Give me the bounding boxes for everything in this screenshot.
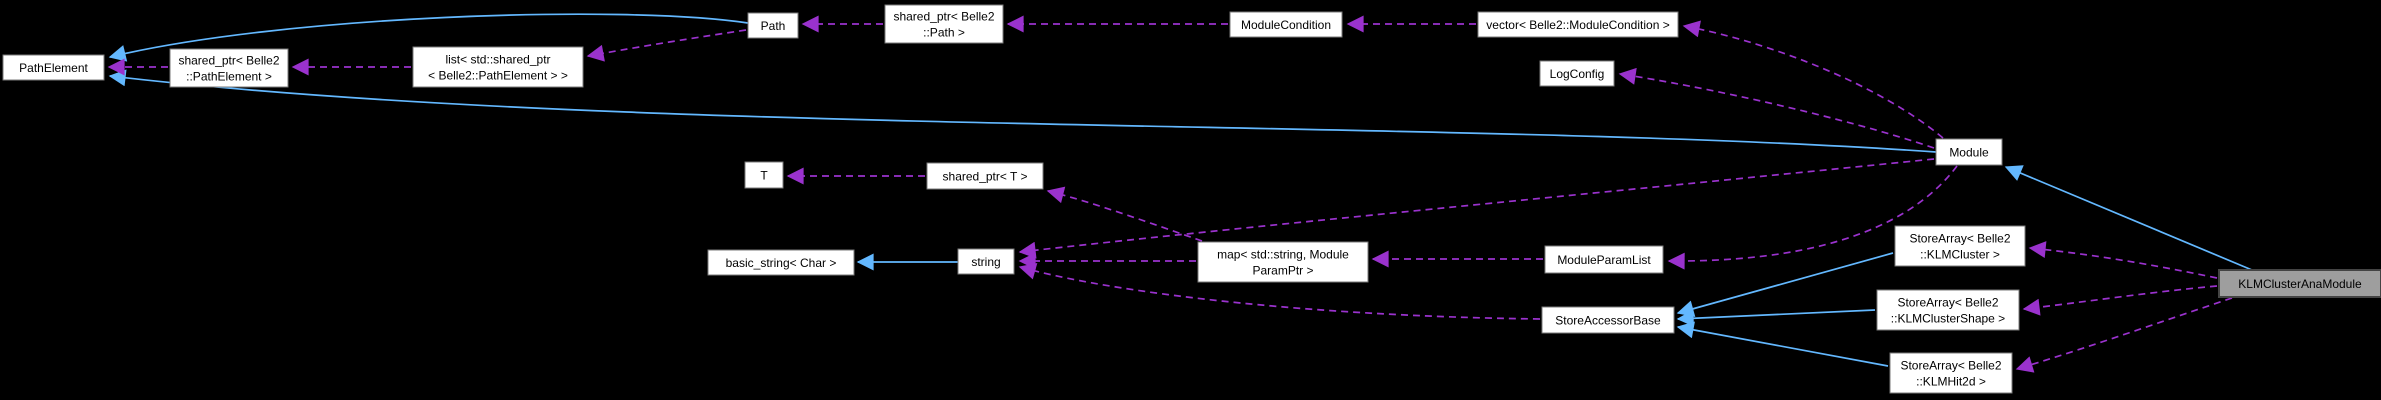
node-label-StoreArray_KLMCluster: StoreArray< Belle2::KLMCluster > [1909,231,2010,261]
node-shared_ptr_PathElement[interactable]: shared_ptr< Belle2::PathElement > [169,48,289,88]
node-label-ModuleParamList: ModuleParamList [1557,253,1651,267]
node-label-basic_string_Char: basic_string< Char > [726,256,837,270]
edge-Module-to-vector_ModuleCondition [1682,20,1944,139]
node-shared_ptr_Path[interactable]: shared_ptr< Belle2::Path > [884,4,1004,44]
edge-StoreArray_KLMCluster-to-StoreAccessorBase [1676,252,1894,317]
edge-KLMClusterAnaModule-to-StoreArray_KLMClusterShape [2022,285,2218,316]
node-shared_ptr_T[interactable]: shared_ptr< T > [926,162,1044,190]
node-label-Module: Module [1949,145,1989,159]
node-label-StoreAccessorBase: StoreAccessorBase [1555,313,1661,327]
node-vector_ModuleCondition[interactable]: vector< Belle2::ModuleCondition > [1477,11,1679,38]
edge-KLMClusterAnaModule-to-StoreArray_KLMCluster [2028,241,2218,279]
node-list_shared_ptr_PathElement[interactable]: list< std::shared_ptr< Belle2::PathEleme… [412,46,584,88]
edge-KLMClusterAnaModule-to-Module [2004,165,2253,271]
node-StoreArray_KLMClusterShape[interactable]: StoreArray< Belle2::KLMClusterShape > [1876,289,2020,331]
node-T[interactable]: T [744,161,784,189]
node-label-PathElement: PathElement [19,61,88,75]
node-label-T: T [760,168,768,182]
node-PathElement[interactable]: PathElement [2,54,105,81]
node-label-shared_ptr_Path: shared_ptr< Belle2::Path > [893,9,994,39]
node-string[interactable]: string [957,248,1015,275]
edge-KLMClusterAnaModule-to-StoreArray_KLMHit2d [2015,297,2233,373]
nodes-layer: PathElement shared_ptr< Belle2::PathEleme… [2,4,2381,394]
node-label-shared_ptr_T: shared_ptr< T > [943,169,1028,183]
node-label-string: string [971,255,1000,269]
node-Module[interactable]: Module [1935,138,2003,166]
edge-map_string_ModuleParamPtr-to-shared_ptr_T [1046,186,1203,242]
node-LogConfig[interactable]: LogConfig [1539,60,1615,87]
node-label-LogConfig: LogConfig [1550,67,1605,81]
node-StoreArray_KLMCluster[interactable]: StoreArray< Belle2::KLMCluster > [1894,225,2026,267]
edge-Module-to-PathElement [108,69,1937,153]
edge-Path-to-list_shared_ptr_PathElement [586,29,747,62]
node-StoreAccessorBase[interactable]: StoreAccessorBase [1541,306,1675,334]
node-label-shared_ptr_PathElement: shared_ptr< Belle2::PathElement > [178,53,279,83]
edge-Path-to-PathElement [108,13,749,62]
node-label-list_shared_ptr_PathElement: list< std::shared_ptr< Belle2::PathEleme… [428,52,568,82]
node-KLMClusterAnaModule[interactable]: KLMClusterAnaModule [2218,269,2381,298]
edge-Module-to-ModuleParamList [1667,165,1958,270]
node-basic_string_Char[interactable]: basic_string< Char > [707,249,855,276]
edges-layer [107,13,2253,373]
node-label-ModuleCondition: ModuleCondition [1241,18,1331,32]
edge-Module-to-LogConfig [1618,67,1935,149]
edge-StoreArray_KLMClusterShape-to-StoreAccessorBase [1676,309,1876,327]
node-label-StoreArray_KLMHit2d: StoreArray< Belle2::KLMHit2d > [1900,358,2001,388]
edge-StoreArray_KLMHit2d-to-StoreAccessorBase [1676,321,1889,367]
node-label-KLMClusterAnaModule: KLMClusterAnaModule [2238,277,2362,291]
node-StoreArray_KLMHit2d[interactable]: StoreArray< Belle2::KLMHit2d > [1889,352,2013,394]
node-ModuleParamList[interactable]: ModuleParamList [1544,245,1664,274]
edge-Module-to-string [1018,158,1935,259]
node-Path[interactable]: Path [747,12,799,39]
node-label-vector_ModuleCondition: vector< Belle2::ModuleCondition > [1486,18,1669,32]
edge-StoreAccessorBase-to-string [1018,262,1541,320]
node-ModuleCondition[interactable]: ModuleCondition [1229,11,1343,38]
node-label-StoreArray_KLMClusterShape: StoreArray< Belle2::KLMClusterShape > [1891,295,2005,325]
node-label-Path: Path [761,19,786,33]
